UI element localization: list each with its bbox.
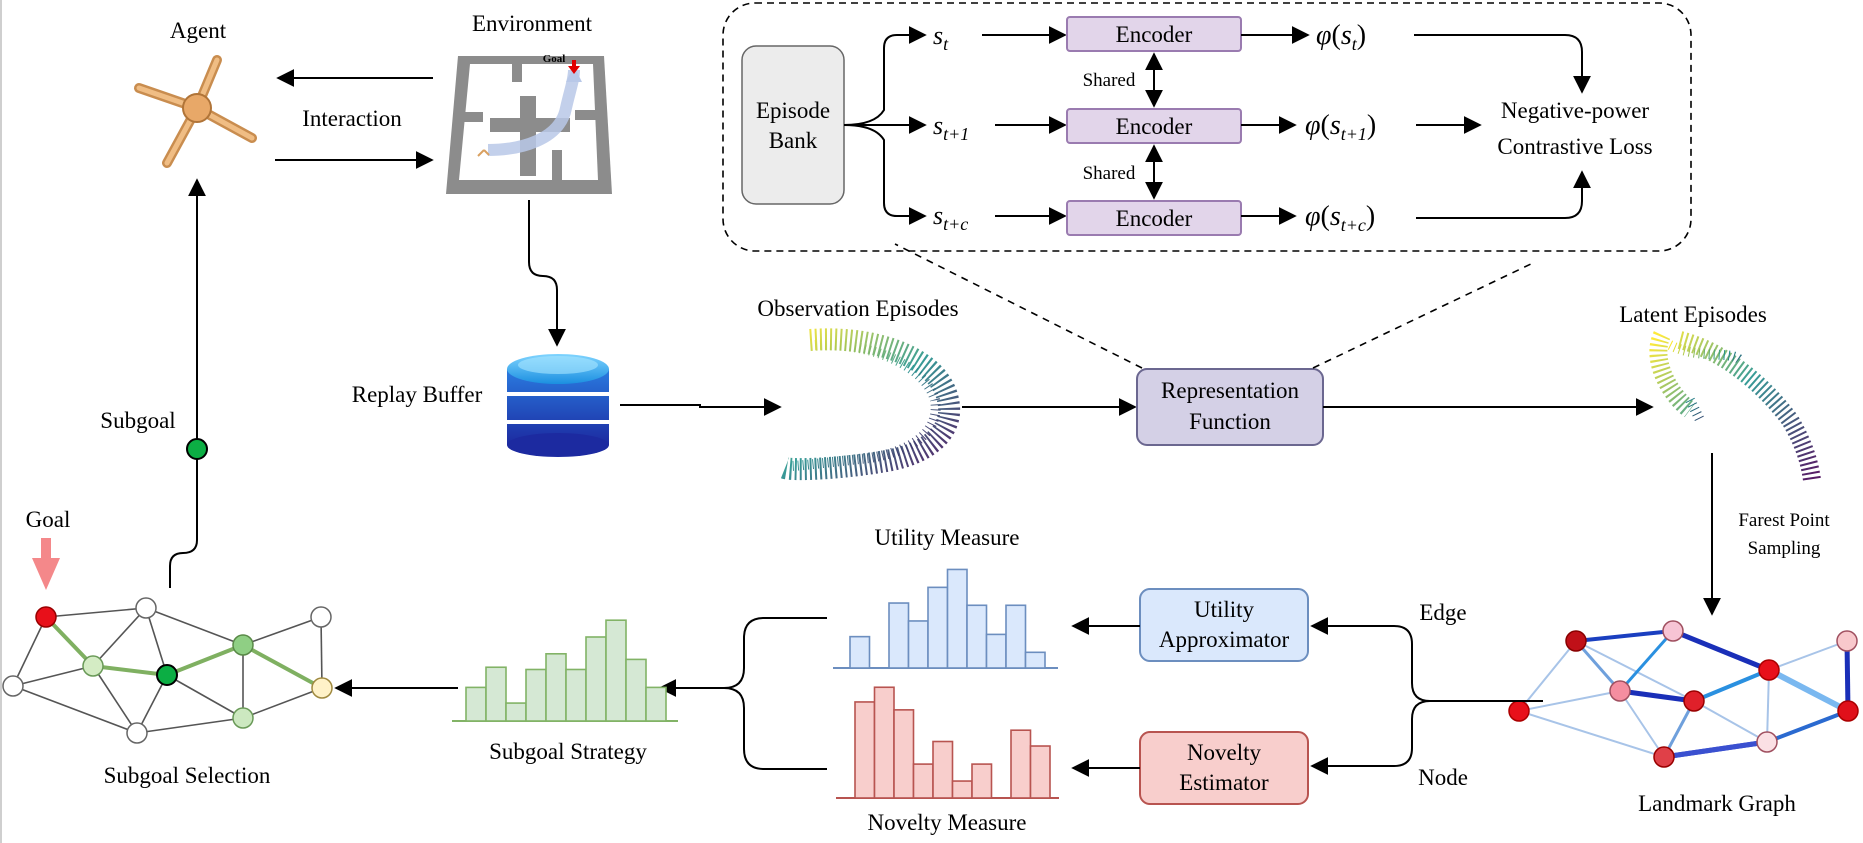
utility-histogram [833, 568, 1058, 669]
encoder-label-3: Encoder [1116, 206, 1193, 231]
maze-icon [446, 56, 612, 194]
histogram-bar [1024, 651, 1046, 669]
goal-arrow-icon [32, 538, 60, 590]
histogram-bar [946, 568, 968, 669]
histogram-bar [912, 763, 934, 799]
utility-approximator-label-1: Utility [1194, 597, 1255, 622]
histogram-bar [854, 701, 876, 799]
edge-branch-arrow [1310, 617, 1543, 702]
contrastive-detail-panel [722, 2, 1692, 252]
histogram-bar [873, 686, 895, 799]
node-label: Node [1418, 765, 1468, 790]
histogram-bar [971, 763, 993, 799]
histogram-bar [951, 780, 973, 799]
subgoal-to-agent-arrow [169, 178, 206, 588]
episode-bank-box [741, 45, 845, 205]
histogram-bar [565, 668, 587, 722]
novelty-estimator-label-1: Novelty [1187, 740, 1262, 765]
histogram-bar [605, 619, 627, 722]
histogram-bar [465, 686, 487, 722]
phi-to-loss-arrow-3 [1416, 170, 1591, 219]
utility-approximator-label-2: Approximator [1159, 627, 1290, 652]
loss-label-2: Contrastive Loss [1497, 134, 1652, 159]
subgoal-strategy-label: Subgoal Strategy [489, 739, 647, 764]
goal-label: Goal [26, 507, 71, 532]
encoder-label-2: Encoder [1116, 114, 1193, 139]
replay-buffer-label: Replay Buffer [352, 382, 483, 407]
utility-merge-arrow [658, 617, 827, 697]
histogram-bar [505, 702, 527, 722]
histogram-bar [645, 686, 667, 722]
encoder-label-1: Encoder [1116, 22, 1193, 47]
subgoal-label: Subgoal [100, 408, 175, 433]
histogram-bar [985, 633, 1007, 669]
latent-episodes-label: Latent Episodes [1619, 302, 1767, 327]
histogram-bar [966, 604, 988, 669]
subgoal-selection-label: Subgoal Selection [104, 763, 271, 788]
landmark-graph [1508, 620, 1859, 768]
histogram-bar [625, 658, 647, 722]
state-st1-label: st+1 [933, 111, 969, 144]
phi-to-loss-arrow-1 [1414, 34, 1591, 94]
node-branch-arrow [1310, 700, 1431, 775]
buffer-to-obs-arrow [620, 398, 782, 416]
bank-to-stc-arrow [843, 124, 927, 225]
state-stc-label: st+c [933, 201, 968, 234]
novelty-histogram [836, 686, 1059, 799]
histogram-bar [907, 620, 929, 669]
episode-bank-label-2: Bank [769, 128, 818, 153]
shared-label-2: Shared [1083, 163, 1136, 184]
encoder-box-3 [1066, 200, 1242, 236]
novelty-estimator-label-2: Estimator [1179, 770, 1269, 795]
histogram-bar [888, 602, 910, 669]
histogram-bar [585, 636, 607, 722]
bank-to-st-arrow [843, 26, 927, 126]
farest-point-label-2: Sampling [1748, 538, 1821, 559]
histogram-bar [485, 666, 507, 722]
state-st-label: st [933, 21, 949, 54]
histogram-bar [932, 740, 954, 799]
observation-scatter [780, 328, 961, 481]
observation-episodes-label: Observation Episodes [757, 296, 958, 321]
phi-stc-label: φ(st+c) [1305, 201, 1375, 235]
novelty-measure-label: Novelty Measure [867, 810, 1026, 835]
loss-label-1: Negative-power [1501, 98, 1649, 123]
landmark-graph-label: Landmark Graph [1638, 791, 1796, 816]
histogram-bar [525, 668, 547, 722]
phi-st-label: φ(st) [1316, 20, 1366, 54]
environment-label: Environment [472, 11, 593, 36]
interaction-label: Interaction [302, 106, 402, 131]
agent-label: Agent [170, 18, 227, 43]
histogram-bar [545, 652, 567, 722]
representation-label-2: Function [1189, 409, 1271, 434]
shared-label-1: Shared [1083, 70, 1136, 91]
subgoal-selection-graph [2, 597, 333, 744]
subgoal-node [186, 438, 208, 460]
histogram-bar [1005, 604, 1027, 669]
representation-label-1: Representation [1161, 378, 1299, 403]
episode-bank-label-1: Episode [756, 98, 830, 123]
farest-point-label-1: Farest Point [1738, 510, 1830, 531]
latent-scatter [1649, 331, 1821, 482]
histogram-bar [849, 635, 871, 669]
maze-goal-label: Goal [543, 53, 566, 65]
histogram-bar [893, 709, 915, 799]
novelty-merge-line [723, 687, 827, 770]
edge-label: Edge [1419, 600, 1466, 625]
histogram-bar [927, 586, 949, 669]
ant-robot-icon [134, 55, 257, 168]
utility-measure-label: Utility Measure [875, 525, 1020, 550]
zoom-connector-right [1312, 262, 1534, 369]
subgoal-strategy-histogram [452, 619, 678, 722]
env-to-buffer-arrow [528, 200, 566, 347]
histogram-bar [1029, 745, 1051, 799]
phi-st1-label: φ(st+1) [1305, 110, 1376, 144]
histogram-bar [1010, 729, 1032, 799]
database-icon [507, 354, 609, 457]
